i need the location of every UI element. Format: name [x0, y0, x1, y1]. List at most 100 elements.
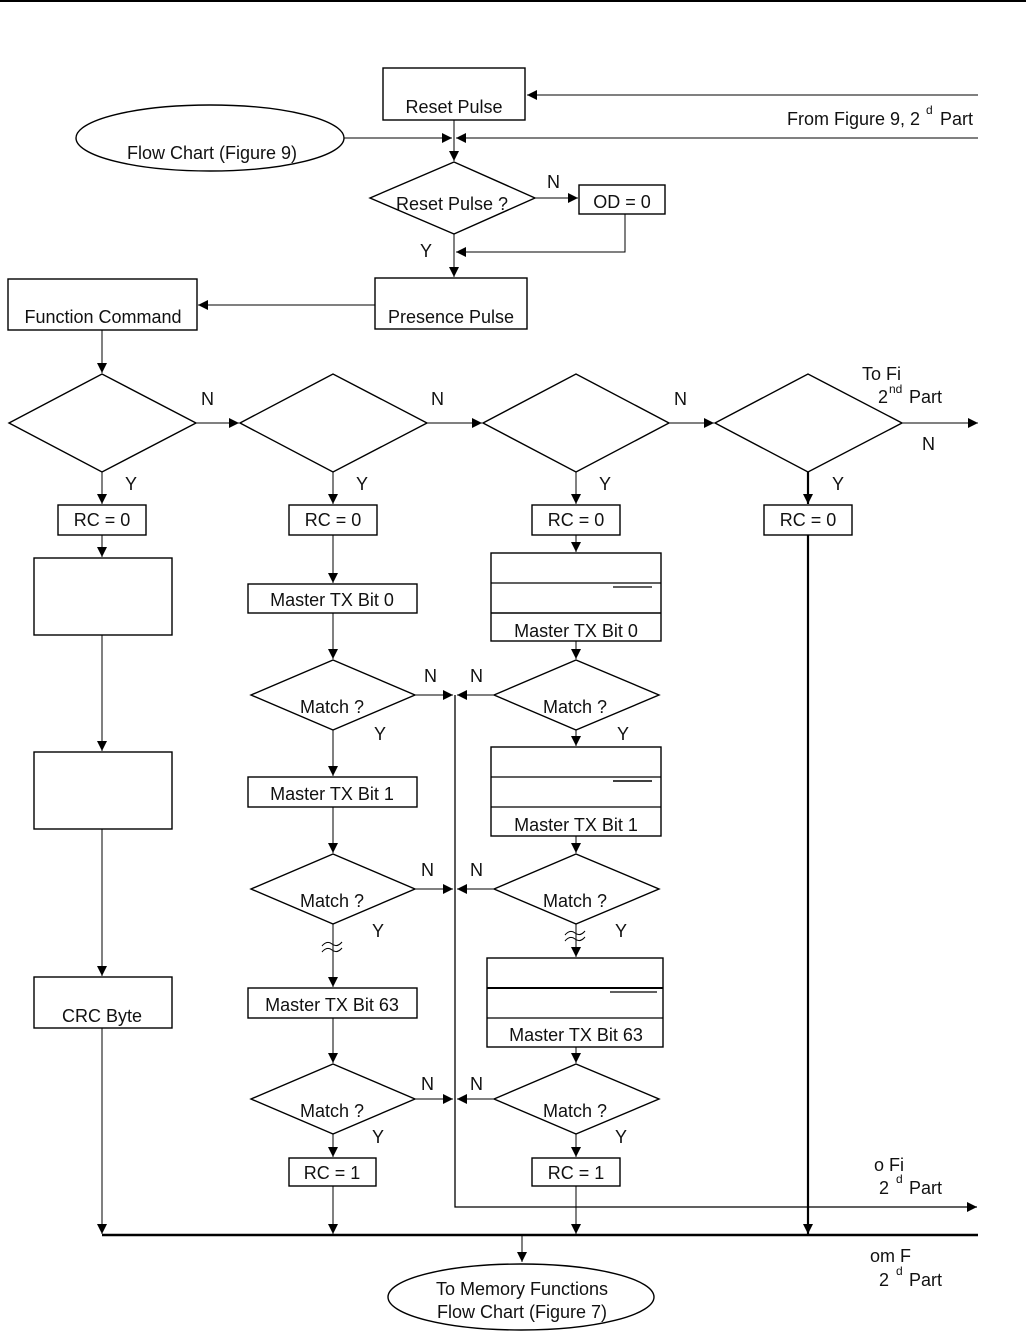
col3-master-tx-bit-63: Master TX Bit 63: [486, 957, 664, 1048]
col3-master-tx-bit-0: Master TX Bit 0: [490, 552, 662, 642]
svg-text:o Fi: o Fi: [874, 1155, 904, 1175]
decision-1-no-label: N: [201, 389, 214, 409]
col2-match1-yes-label: Y: [374, 724, 386, 744]
from-figure-2nd-part-label: om F 2 d Part: [870, 1246, 942, 1290]
col2-match2-yes-label: Y: [372, 921, 384, 941]
decision-4-yes-label: Y: [832, 474, 844, 494]
col2-match-decision-1: Match ?: [249, 659, 417, 731]
svg-text:Part: Part: [940, 109, 973, 129]
flow-chart-figure-9-oval: Flow Chart (Figure 9): [75, 104, 345, 172]
crc-byte-box: CRC Byte: [33, 976, 173, 1029]
decision-1-yes-label: Y: [125, 474, 137, 494]
reset-pulse-decision: Reset Pulse ?: [368, 161, 537, 235]
svg-text:OD = 0: OD = 0: [593, 192, 651, 212]
col2-master-tx-bit-0: Master TX Bit 0: [247, 583, 418, 614]
col2-match3-no-label: N: [421, 1074, 434, 1094]
decision-2-yes-label: Y: [356, 474, 368, 494]
svg-text:Match ?: Match ?: [300, 697, 364, 717]
col3-match-decision-2: Match ?: [492, 853, 661, 925]
svg-text:Reset Pulse ?: Reset Pulse ?: [396, 194, 508, 214]
col2-master-tx-bit-63: Master TX Bit 63: [247, 987, 418, 1019]
reset-no-label: N: [547, 172, 560, 192]
col1-empty-box-1: [33, 557, 173, 636]
col2-match-decision-2: Match ?: [249, 853, 417, 925]
col2-master-tx-bit-1: Master TX Bit 1: [247, 776, 418, 808]
svg-text:Part: Part: [909, 1270, 942, 1290]
svg-text:RC = 0: RC = 0: [305, 510, 362, 530]
col1-empty-box-2: [33, 751, 173, 830]
rc-zero-box-4: RC = 0: [763, 504, 853, 536]
svg-text:To Fi: To Fi: [862, 364, 901, 384]
rc-zero-box-1: RC = 0: [57, 504, 147, 536]
svg-text:Master TX Bit 63: Master TX Bit 63: [265, 995, 399, 1015]
svg-text:From Figure 9, 2: From Figure 9, 2: [787, 109, 920, 129]
from-figure-9-label: From Figure 9, 2 d Part: [787, 103, 973, 129]
col3-match-decision-1: Match ?: [492, 659, 661, 731]
connector-od-return: [456, 214, 626, 257]
command-decision-4: [713, 373, 904, 473]
to-memory-functions-oval: To Memory Functions Flow Chart (Figure 7…: [387, 1263, 655, 1331]
decision-3-yes-label: Y: [599, 474, 611, 494]
svg-text:Function Command: Function Command: [24, 307, 181, 327]
col3-match1-yes-label: Y: [617, 724, 629, 744]
svg-text:RC = 1: RC = 1: [304, 1163, 361, 1183]
svg-text:Flow Chart (Figure 7): Flow Chart (Figure 7): [437, 1302, 607, 1322]
svg-text:Part: Part: [909, 387, 942, 407]
presence-pulse-box: Presence Pulse: [374, 277, 528, 330]
col3-match2-yes-label: Y: [615, 921, 627, 941]
col2-rc-one-box: RC = 1: [288, 1157, 377, 1187]
svg-text:Flow Chart (Figure 9): Flow Chart (Figure 9): [127, 143, 297, 163]
svg-text:om F: om F: [870, 1246, 911, 1266]
col3-break-symbol: [564, 930, 586, 942]
to-figure-2nd-part-top-label: To Fi 2 nd Part: [862, 364, 942, 407]
svg-text:Master TX Bit 1: Master TX Bit 1: [514, 815, 638, 835]
col2-break-symbol: [321, 941, 343, 953]
col3-master-tx-bit-1: Master TX Bit 1: [490, 746, 662, 837]
reset-pulse-box: Reset Pulse: [382, 67, 526, 121]
command-decision-2: [238, 373, 429, 473]
decision-4-no-label: N: [922, 434, 935, 454]
svg-text:Match ?: Match ?: [543, 891, 607, 911]
svg-text:d: d: [926, 103, 933, 117]
rc-zero-box-2: RC = 0: [288, 504, 378, 536]
col3-match1-no-label: N: [470, 666, 483, 686]
decision-2-no-label: N: [431, 389, 444, 409]
col3-match2-no-label: N: [470, 860, 483, 880]
svg-text:Master TX Bit 0: Master TX Bit 0: [270, 590, 394, 610]
reset-yes-label: Y: [420, 241, 432, 261]
svg-text:Match ?: Match ?: [300, 1101, 364, 1121]
col3-rc-one-box: RC = 1: [531, 1157, 621, 1187]
svg-text:RC = 0: RC = 0: [74, 510, 131, 530]
to-figure-2nd-part-bottom-label: o Fi 2 d Part: [874, 1155, 942, 1198]
svg-text:nd: nd: [889, 382, 902, 396]
svg-text:Match ?: Match ?: [543, 1101, 607, 1121]
svg-text:RC = 0: RC = 0: [548, 510, 605, 530]
col3-match3-no-label: N: [470, 1074, 483, 1094]
connector-mismatch-to-figure-9: [454, 695, 977, 1212]
col2-match2-no-label: N: [421, 860, 434, 880]
svg-text:Master TX Bit 0: Master TX Bit 0: [514, 621, 638, 641]
svg-text:Presence Pulse: Presence Pulse: [388, 307, 514, 327]
command-decision-1: [7, 373, 198, 473]
svg-text:RC = 0: RC = 0: [780, 510, 837, 530]
col3-match3-yes-label: Y: [615, 1127, 627, 1147]
svg-text:2: 2: [879, 1270, 889, 1290]
decision-3-no-label: N: [674, 389, 687, 409]
col3-match-decision-3: Match ?: [492, 1063, 661, 1135]
command-decision-3: [481, 373, 671, 473]
col2-match3-yes-label: Y: [372, 1127, 384, 1147]
svg-text:Part: Part: [909, 1178, 942, 1198]
svg-text:2: 2: [879, 1178, 889, 1198]
svg-text:d: d: [896, 1264, 903, 1278]
function-command-box: Function Command: [7, 278, 198, 331]
svg-text:Match ?: Match ?: [300, 891, 364, 911]
od-zero-box: OD = 0: [578, 184, 666, 215]
svg-text:Master TX Bit 1: Master TX Bit 1: [270, 784, 394, 804]
svg-text:CRC Byte: CRC Byte: [62, 1006, 142, 1026]
reset-pulse-label: Reset Pulse: [405, 97, 502, 117]
svg-text:Master TX Bit 63: Master TX Bit 63: [509, 1025, 643, 1045]
svg-text:2: 2: [878, 387, 888, 407]
rc-zero-box-3: RC = 0: [531, 504, 621, 536]
col2-match-decision-3: Match ?: [249, 1063, 417, 1135]
